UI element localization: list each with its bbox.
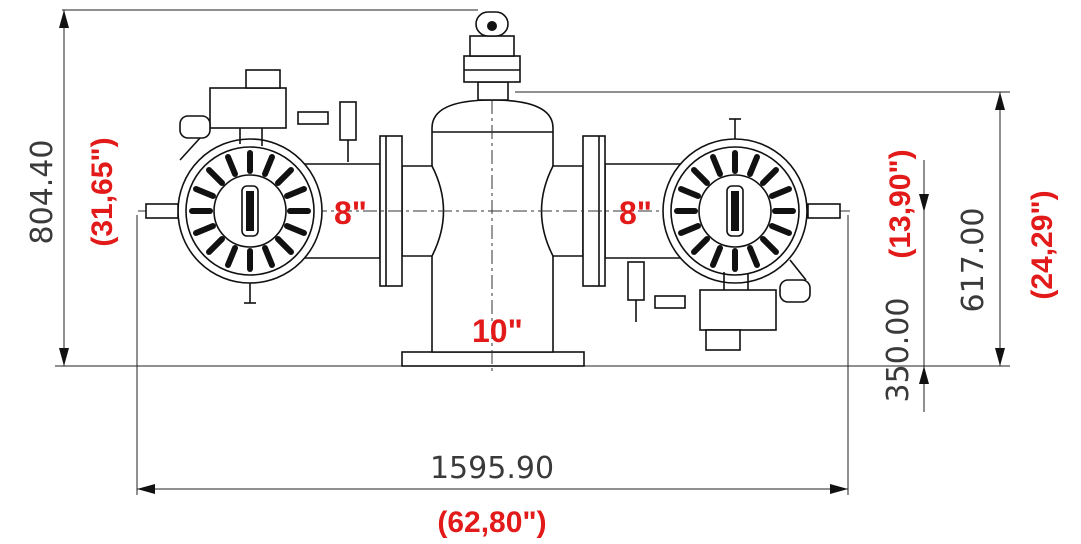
dimension-total-width [136, 215, 849, 495]
left-valve-cluster [179, 69, 357, 162]
outlet-height-mm-label: 617.00 [956, 208, 991, 313]
axis-height-mm-label: 350.00 [881, 298, 916, 403]
right-valve-cluster [627, 259, 811, 351]
right-screen-assembly [662, 118, 841, 284]
right-nominal-size-label: 8" [619, 195, 652, 231]
left-nominal-size-label: 8" [334, 195, 367, 231]
left-screen-assembly [145, 138, 323, 304]
total-height-mm-label: 804.40 [25, 140, 60, 245]
dimension-axis-height [919, 160, 929, 412]
dimension-outlet-height [515, 91, 1010, 367]
total-width-inch-label: (62,80") [437, 506, 546, 539]
outlet-height-inch-label: (24,29") [1026, 190, 1059, 299]
filter-housing [138, 99, 850, 372]
center-nominal-size-label: 10" [472, 313, 523, 349]
total-height-inch-label: (31,65") [86, 137, 119, 246]
axis-height-inch-label: (13,90") [884, 149, 917, 258]
top-actuator [463, 11, 521, 101]
total-width-mm-label: 1595.90 [430, 451, 554, 486]
